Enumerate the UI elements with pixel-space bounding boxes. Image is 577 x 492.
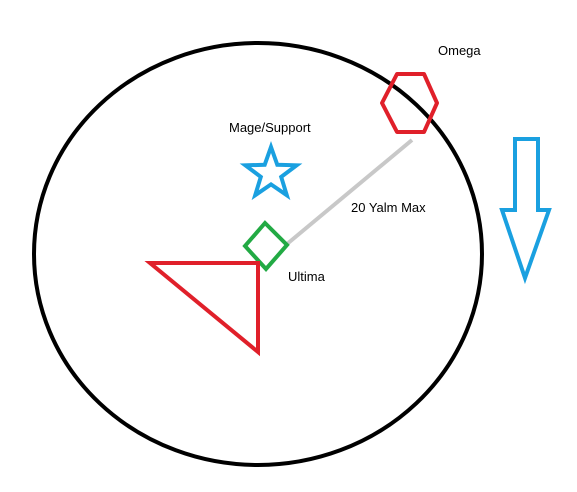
distance-line xyxy=(285,138,414,246)
arena-circle xyxy=(32,41,484,467)
omega-label: Omega xyxy=(438,43,481,58)
ultima-label: Ultima xyxy=(288,269,325,284)
ultima-diamond-icon xyxy=(242,220,290,273)
distance-label: 20 Yalm Max xyxy=(351,200,426,215)
red-triangle-area xyxy=(144,261,260,357)
omega-hexagon-icon xyxy=(380,72,439,134)
mage-support-star-icon xyxy=(239,141,303,201)
mage-support-label: Mage/Support xyxy=(229,120,311,135)
down-arrow-icon xyxy=(499,137,552,285)
